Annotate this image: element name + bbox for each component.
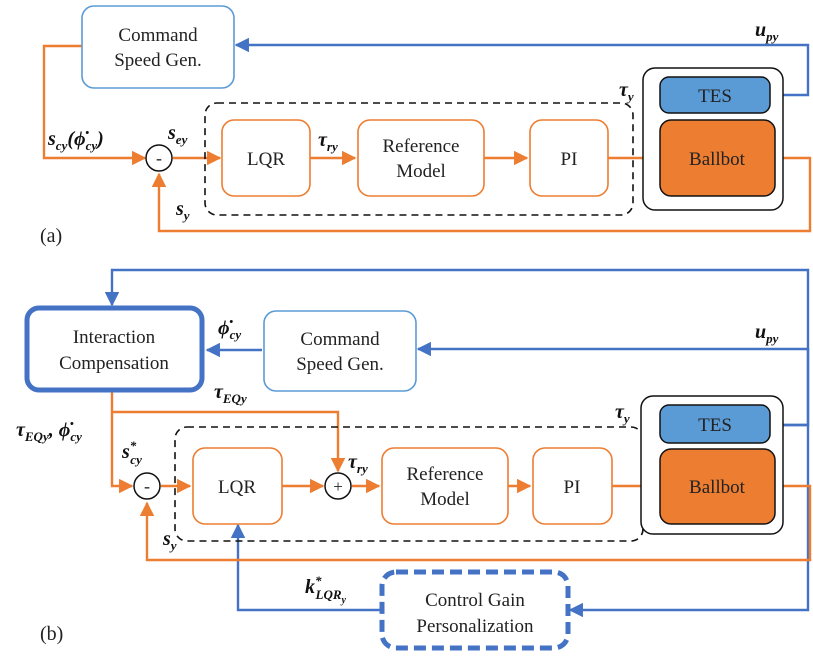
tau-eqy-phi-label-b: τEQy, ϕ̇cy — [16, 419, 82, 444]
wire-feedback-b — [139, 484, 812, 562]
summing-junction-minus-b — [133, 472, 161, 500]
ballbot-label-a: Ballbot — [689, 149, 746, 170]
command-block-line2-b: Speed Gen. — [296, 354, 384, 375]
tau-ry-label-b: τry — [348, 451, 368, 476]
ref-model-line2-a: Model — [396, 161, 446, 182]
pi-block-a — [529, 119, 609, 197]
ref-model-line1-a: Reference — [383, 136, 460, 157]
tes-block-b — [659, 404, 771, 444]
interaction-compensation-block-b — [24, 305, 205, 393]
s-ey-label-a: sey — [167, 122, 188, 147]
summing-junction-a — [145, 144, 173, 172]
tau-y-label-a: τy — [619, 79, 634, 104]
summer-plus-sign-b: + — [333, 477, 343, 496]
k-lqr-label-b: k*LQRy — [305, 573, 347, 606]
ballbot-block-a — [659, 119, 776, 197]
tes-label-a: TES — [698, 86, 732, 107]
gain-line1-b: Control Gain — [425, 590, 525, 611]
s-y-label-a: sy — [175, 198, 190, 223]
wire-command-to-summer-a — [42, 44, 147, 166]
wire-tes-to-command-a — [234, 37, 810, 97]
summing-junction-plus-b — [324, 472, 352, 500]
wire-interaction-to-summer-b — [110, 390, 134, 494]
tes-block-a — [659, 76, 771, 114]
pi-block-b — [532, 447, 613, 525]
phi-cy-label-b: ϕ̇cy — [218, 317, 241, 342]
s-y-label-b: sy — [162, 528, 177, 553]
s-cy-star-label-b: s*cy — [121, 438, 142, 467]
reference-model-block-a — [357, 119, 485, 197]
u-py-label-b: upy — [755, 321, 779, 346]
pi-label-a: PI — [561, 149, 578, 170]
tau-ry-label-a: τry — [318, 129, 338, 154]
ref-model-line2-b: Model — [420, 489, 470, 510]
interaction-line2-b: Compensation — [59, 353, 169, 374]
panel-a: Command Speed Gen. - LQR Reference Model… — [40, 5, 812, 247]
s-cy-label-a: scy(ϕ̇cy) — [47, 128, 104, 153]
ballbot-label-b: Ballbot — [689, 477, 746, 498]
gain-line2-b: Personalization — [416, 616, 534, 637]
panel-b: Interaction Compensation Command Speed G… — [16, 268, 812, 651]
summer-sign-a: - — [156, 148, 162, 168]
command-block-line1-a: Command — [118, 25, 198, 46]
interaction-line1-b: Interaction — [73, 327, 156, 348]
lqr-label-a: LQR — [247, 149, 285, 170]
wire-tes-to-command-b — [416, 341, 810, 427]
pi-label-b: PI — [564, 477, 581, 498]
command-speed-gen-block-b — [263, 310, 417, 392]
reference-model-block-b — [381, 447, 509, 525]
tau-y-label-b: τy — [615, 401, 630, 426]
wire-teq-to-plus-b — [112, 410, 346, 473]
ref-model-line1-b: Reference — [407, 464, 484, 485]
lqr-block-a — [221, 119, 311, 197]
panel-a-label: (a) — [40, 225, 62, 247]
control-gain-personalization-block-b — [379, 569, 571, 651]
controller-region-a — [204, 102, 634, 216]
command-speed-gen-block-a — [81, 5, 235, 89]
tau-eqy-label-b: τEQy — [214, 381, 247, 406]
lqr-block-b — [192, 447, 283, 525]
command-block-line1-b: Command — [300, 329, 380, 350]
panel-b-label: (b) — [40, 623, 63, 645]
lqr-label-b: LQR — [218, 477, 256, 498]
command-block-line2-a: Speed Gen. — [114, 50, 202, 71]
u-py-label-a: upy — [755, 19, 779, 44]
ballbot-block-b — [659, 448, 776, 525]
tes-label-b: TES — [698, 415, 732, 436]
summer-minus-sign-b: - — [144, 476, 150, 496]
wire-feedback-a — [151, 156, 812, 233]
wire-gain-to-lqr-b — [230, 523, 382, 612]
